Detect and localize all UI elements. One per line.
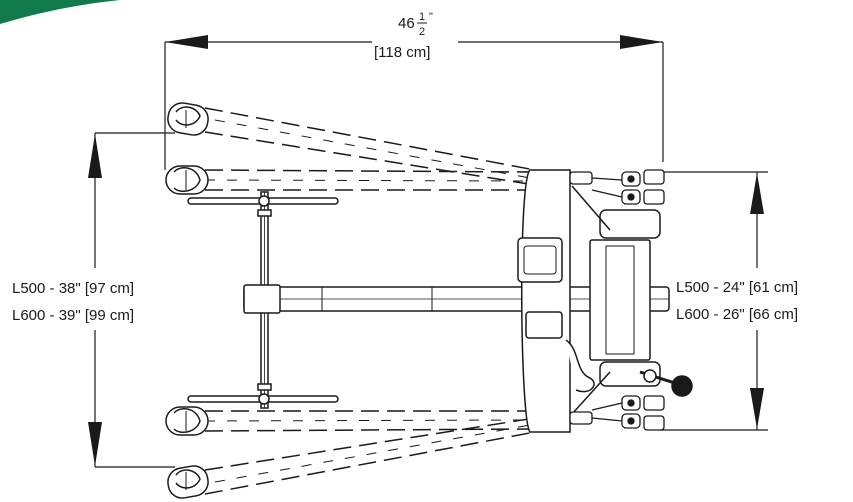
- corner-swoosh: [0, 0, 120, 24]
- lower-legs: [204, 410, 536, 495]
- caster-upper-swung: [167, 102, 209, 136]
- mast-base: [517, 169, 693, 433]
- arrowhead-right: [620, 35, 663, 49]
- caster-upper-straight: [165, 165, 209, 195]
- caster-lower-swung: [167, 465, 209, 499]
- arrowhead-up-right: [750, 173, 764, 214]
- arrowhead-down: [88, 422, 102, 466]
- top-width-frac-num: 1: [419, 11, 425, 23]
- rear-casters-top: [569, 169, 665, 205]
- rear-casters-bottom: [569, 395, 665, 431]
- right-span-dimension: L500 - 24" [61 cm] L600 - 26" [66 cm]: [660, 171, 798, 431]
- left-span-l600: L600 - 39" [99 cm]: [12, 307, 134, 324]
- right-span-l500: L500 - 24" [61 cm]: [676, 279, 798, 296]
- top-width-frac-den: 2: [419, 26, 425, 38]
- top-width-whole: 46: [398, 15, 415, 32]
- arrowhead-down-right: [750, 388, 764, 429]
- arrowhead-left: [165, 35, 208, 49]
- top-width-inch-mark: ": [429, 11, 433, 23]
- left-span-dimension: L500 - 38" [97 cm] L600 - 39" [99 cm]: [12, 132, 175, 468]
- caster-lower-straight: [165, 406, 209, 436]
- left-span-l500: L500 - 38" [97 cm]: [12, 280, 134, 297]
- arrowhead-up: [88, 134, 102, 178]
- top-width-metric: [118 cm]: [374, 44, 430, 61]
- right-span-l600: L600 - 26" [66 cm]: [676, 306, 798, 323]
- top-width-dimension: 46 1 2 " [118 cm]: [164, 11, 664, 170]
- upper-legs: [204, 107, 536, 191]
